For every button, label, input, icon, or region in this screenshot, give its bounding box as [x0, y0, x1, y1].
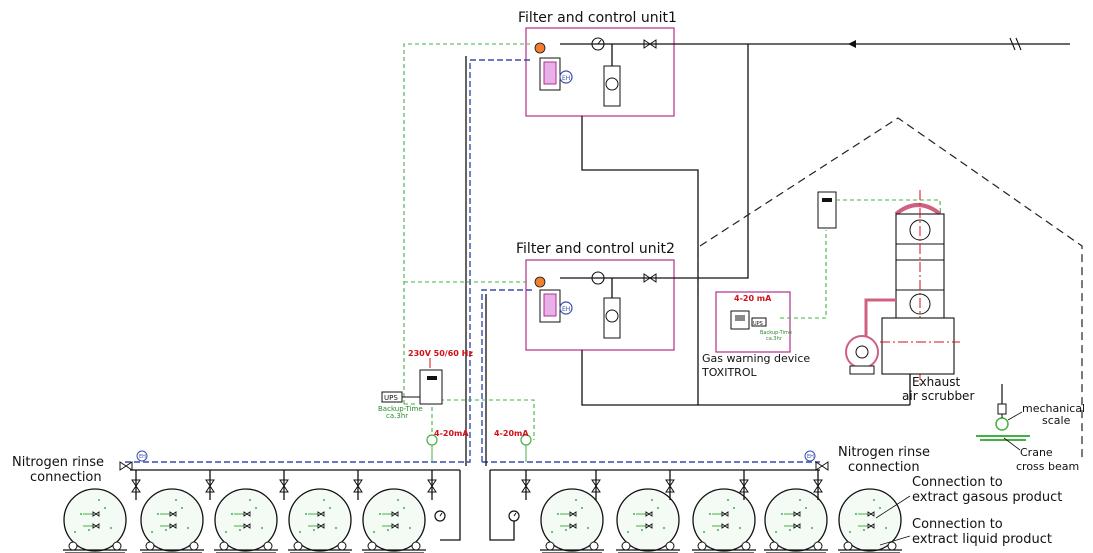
signal-gas-label: 4-20 mA: [734, 294, 772, 303]
mechanical-scale-label-1: mechanical: [1022, 402, 1085, 415]
filter-icon: [539, 289, 561, 323]
gaseous-connection-label-2: extract gasous product: [912, 490, 1062, 505]
gaseous-connection-label-1: Connection to: [912, 475, 1003, 490]
exhaust-air-scrubber: Exhaust air scrubber: [817, 190, 974, 405]
liquid-connection-label-2: extract liquid product: [912, 532, 1052, 547]
tank-icon: [139, 488, 205, 553]
gas-sensor-mid: 4-20mA: [494, 429, 532, 462]
fan-icon: [845, 335, 879, 375]
tank-icon: [213, 488, 279, 553]
backup-time-label-2: ca.3hr: [386, 412, 408, 420]
tank-icon: [691, 488, 757, 553]
tank-group-left: [62, 470, 461, 553]
filter-unit-2-title: Filter and control unit2: [516, 241, 675, 257]
nitrogen-left-label-2: connection: [30, 470, 102, 485]
svg-text:EH: EH: [139, 454, 146, 460]
gas-warning-device: 4-20 mA UPS Backup-Time ca.3hr Gas warni…: [701, 291, 810, 379]
filter-unit-1: Filter and control unit1 EH: [518, 10, 1070, 405]
scrubber-label-2: air scrubber: [902, 389, 974, 403]
filter-unit-1-box: [525, 27, 675, 117]
crane-label-1: Crane: [1020, 446, 1053, 459]
valve-icon: [119, 461, 133, 471]
flow-meter-icon: [603, 297, 621, 339]
nitrogen-left-label-1: Nitrogen rinse: [12, 455, 104, 470]
scrubber-label-1: Exhaust: [912, 375, 961, 389]
pressure-gauge-icon: [434, 510, 446, 522]
power-supply-label: 230V 50/60 Hz: [408, 349, 473, 358]
tank-icon: [62, 488, 128, 553]
hook-icon: [995, 403, 1009, 431]
crane-scale: mechanical scale Crane cross beam: [976, 384, 1085, 473]
ups-label: UPS: [384, 394, 398, 402]
controller-unit: 230V 50/60 Hz UPS Backup-Time ca.3hr: [378, 349, 473, 420]
filter-icon: [539, 57, 561, 91]
gas-sensor-left: 4-20mA: [426, 429, 469, 462]
heater-icon: EH: [136, 450, 148, 462]
valve-icon: [815, 461, 829, 471]
nitrogen-right-label-2: connection: [848, 460, 920, 475]
crane-label-2: cross beam: [1016, 460, 1079, 473]
svg-text:Backup-Time: Backup-Time: [760, 330, 792, 336]
heater-icon: EH: [804, 450, 816, 462]
svg-text:ca.3hr: ca.3hr: [766, 336, 783, 342]
svg-text:EH: EH: [807, 454, 814, 460]
signal-mid-label: 4-20mA: [494, 429, 529, 438]
svg-text:EH: EH: [562, 306, 570, 313]
nitrogen-right-label-1: Nitrogen rinse: [838, 445, 930, 460]
svg-text:EH: EH: [562, 75, 570, 82]
gas-warning-label-2: TOXITROL: [701, 366, 757, 379]
tank-icon: [539, 488, 605, 553]
liquid-connection-label-1: Connection to: [912, 517, 1003, 532]
tank-icon: [837, 488, 903, 553]
tank-group-right: [489, 470, 903, 553]
building-outline: [697, 117, 1083, 460]
gas-warning-label-1: Gas warning device: [702, 352, 810, 365]
svg-text:UPS: UPS: [753, 321, 763, 327]
filter-unit-2-box: [525, 259, 675, 351]
heater-icon: EH: [559, 301, 573, 315]
pressure-gauge-icon: [508, 510, 520, 522]
tank-icon: [361, 488, 427, 553]
mechanical-scale-label-2: scale: [1042, 414, 1071, 427]
filter-unit-1-title: Filter and control unit1: [518, 10, 677, 26]
signal-left-label: 4-20mA: [434, 429, 469, 438]
flow-meter-icon: [603, 65, 621, 107]
heater-icon: EH: [559, 70, 573, 84]
filter-unit-2: Filter and control unit2 EH: [516, 44, 910, 406]
solenoid-icon: [534, 42, 546, 54]
tank-icon: [287, 488, 353, 553]
backup-time-label-1: Backup-Time: [378, 405, 423, 413]
